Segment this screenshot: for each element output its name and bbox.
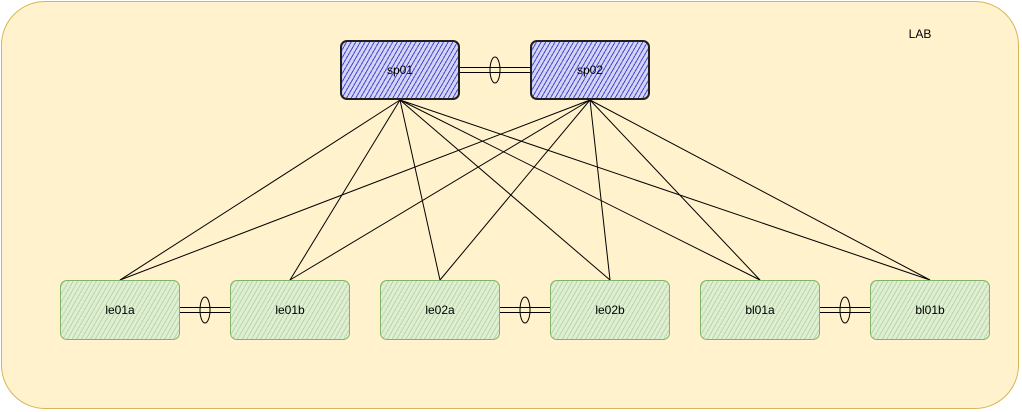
- lag-link-le01a-le01b: [180, 296, 230, 324]
- uplink-sp01-le02b: [399, 99, 611, 281]
- uplink-sp01-le01a: [119, 99, 401, 281]
- node-label: sp01: [386, 63, 414, 77]
- uplink-sp02-bl01a: [589, 99, 761, 281]
- uplink-sp02-le01a: [119, 99, 591, 281]
- node-label: sp02: [576, 63, 604, 77]
- node-label: bl01b: [915, 303, 945, 317]
- uplink-sp01-le02a: [399, 99, 441, 281]
- lag-bundle-icon: [839, 296, 851, 324]
- lag-links: [180, 56, 870, 324]
- spine-node-sp01[interactable]: sp01: [340, 40, 460, 100]
- uplink-sp02-le02a: [439, 99, 591, 281]
- leaf-node-le01a[interactable]: le01a: [60, 280, 180, 340]
- uplink-sp01-bl01a: [399, 99, 761, 281]
- leaf-node-le02b[interactable]: le02b: [550, 280, 670, 340]
- lag-link-sp01-sp02: [460, 56, 530, 84]
- uplink-sp02-bl01b: [589, 99, 931, 281]
- leaf-node-bl01b[interactable]: bl01b: [870, 280, 990, 340]
- node-label: bl01a: [745, 303, 775, 317]
- node-label: le01b: [275, 303, 305, 317]
- node-label: le02b: [595, 303, 625, 317]
- node-label: le02a: [425, 303, 455, 317]
- lag-link-bl01a-bl01b: [820, 296, 870, 324]
- uplink-sp01-le01b: [289, 99, 401, 281]
- uplinks: [119, 99, 931, 281]
- lag-link-le02a-le02b: [500, 296, 550, 324]
- lag-bundle-icon: [519, 296, 531, 324]
- spine-node-sp02[interactable]: sp02: [530, 40, 650, 100]
- leaf-node-le02a[interactable]: le02a: [380, 280, 500, 340]
- lab-label: LAB: [908, 27, 932, 41]
- uplink-sp01-bl01b: [399, 99, 931, 281]
- lag-bundle-icon: [489, 56, 501, 84]
- uplink-sp02-le02b: [589, 99, 611, 281]
- lag-bundle-icon: [199, 296, 211, 324]
- leaf-node-bl01a[interactable]: bl01a: [700, 280, 820, 340]
- node-label: le01a: [105, 303, 135, 317]
- uplink-sp02-le01b: [289, 99, 591, 281]
- leaf-node-le01b[interactable]: le01b: [230, 280, 350, 340]
